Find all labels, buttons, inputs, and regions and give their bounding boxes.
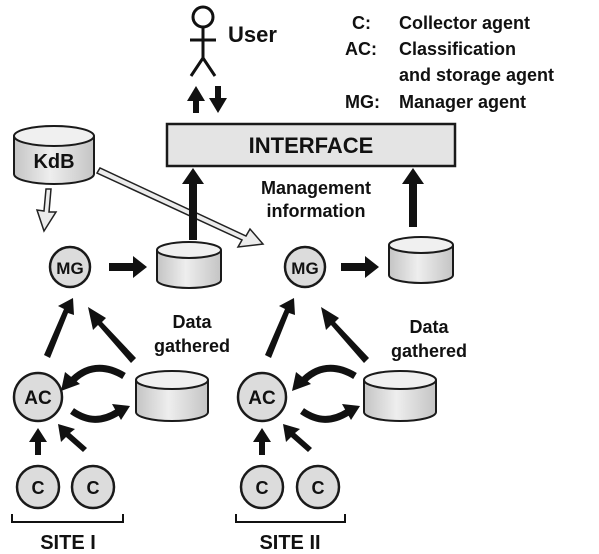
user-label: User [228,22,277,47]
site1-collector-1-label: C [32,478,45,498]
site1-mg-to-db-arrow-icon [109,256,147,278]
site2-db-to-mg-arrow-icon [321,307,369,363]
site2-data-db [363,370,437,422]
legend-text-classification: Classification [399,39,516,59]
site1-ac-to-mg-arrow-icon [44,298,74,358]
site2-collector-arrows [253,424,312,455]
kdb-label: KdB [33,151,74,173]
site1-data-label-line1: Data [172,312,212,332]
legend: C: Collector agent AC: Classification an… [345,13,554,112]
site1-manager-node [48,245,92,289]
site1-c2-to-ac-arrow-icon [58,424,87,452]
site1-classifier-label: AC [24,388,52,409]
site1-classifier-node [12,371,64,423]
site2: MG Data gathered AC [235,236,467,554]
site1-ac-db-swap-arrows [61,364,130,423]
site2-collector-2-label: C [312,478,325,498]
site1-collector-2-node [70,464,116,510]
management-info-line2: information [267,201,366,221]
site2-c2-to-ac-arrow-icon [283,424,312,452]
site2-ac-db-swap-arrows [292,364,360,423]
site1-name-label: SITE I [40,532,96,554]
site2-curved-arrow-to-db-icon [342,404,360,420]
site1-up-to-interface-arrow-icon [182,168,204,240]
site2-data-label-line2: gathered [391,341,467,361]
up-arrow-icon [187,86,205,113]
interface-box: INTERFACE [165,122,457,168]
down-arrow-icon [209,86,227,113]
site1-collector-2-label: C [87,478,100,498]
site1-curved-arrow-to-db-icon [112,404,130,420]
site1-bracket [11,514,124,523]
legend-key-collector: C: [352,13,371,33]
legend-key-manager: MG: [345,92,380,112]
site1-collector-arrows [29,424,87,455]
legend-text-storage: and storage agent [399,65,554,85]
site2-to-manager-arrows [265,298,369,363]
site2-collector-1-node [239,464,285,510]
kdb-to-mg2-arrow-icon [95,167,265,248]
kdb-database: KdB [13,125,95,185]
site1-manager-label: MG [56,259,83,278]
site2-classifier-label: AC [248,388,276,409]
user-interface-arrows [187,86,227,113]
legend-text-collector: Collector agent [399,13,530,33]
legend-key-classification: AC: [345,39,377,59]
site2-curved-arrow-to-ac-icon [292,372,311,391]
site2-classifier-node [236,371,288,423]
interface-label: INTERFACE [249,133,374,158]
site2-mg-to-db-arrow-icon [341,256,379,278]
site2-management-db [388,236,454,284]
site2-up-to-interface-arrow-icon [402,168,424,227]
user-stick-figure-icon [189,5,217,77]
site1-curved-arrow-to-ac-icon [61,372,80,391]
kdb-hollow-arrows [35,167,265,248]
site2-manager-node [283,245,327,289]
site2-c1-to-ac-arrow-icon [253,428,271,455]
site1-management-db [156,241,222,289]
site2-collector-1-label: C [256,478,269,498]
site2-collector-2-node [295,464,341,510]
site2-name-label: SITE II [259,532,320,554]
to-interface-arrows [182,168,424,240]
site2-data-label-line1: Data [409,317,449,337]
site1-db-to-mg-arrow-icon [88,307,136,363]
site1-collector-1-node [15,464,61,510]
site2-manager-label: MG [291,259,318,278]
site2-ac-to-mg-arrow-icon [265,298,295,358]
site1-c1-to-ac-arrow-icon [29,428,47,455]
site1: MG Data gathered AC [11,241,230,554]
legend-text-manager: Manager agent [399,92,526,112]
management-info-line1: Management [261,178,371,198]
kdb-to-mg1-arrow-icon [35,188,58,233]
site2-bracket [235,514,346,523]
site1-data-db [135,370,209,422]
site1-data-label-line2: gathered [154,336,230,356]
site1-to-manager-arrows [44,298,136,363]
